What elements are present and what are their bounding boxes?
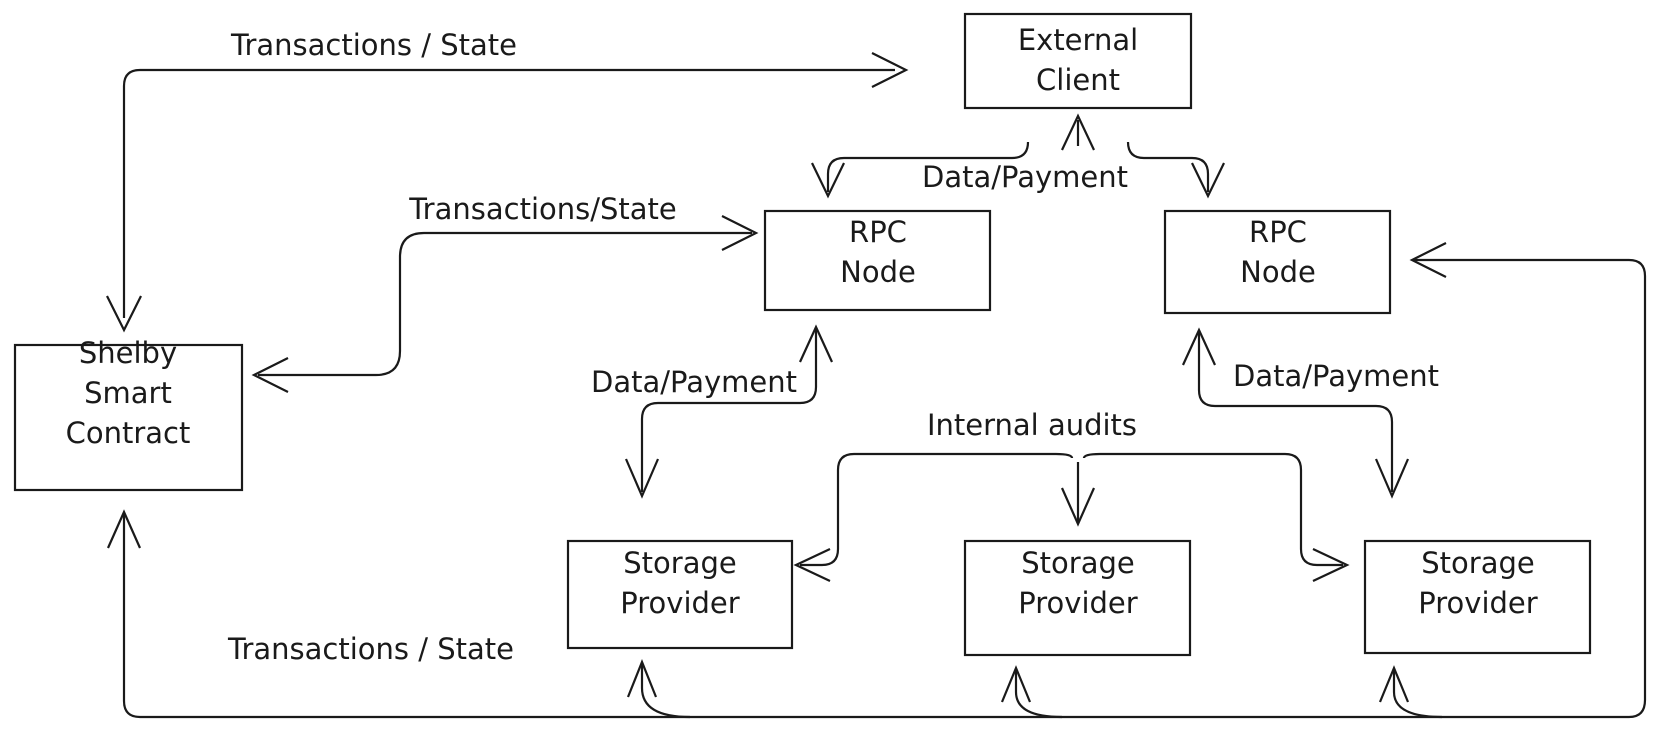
rpc-node-right-box[interactable] [1163, 209, 1392, 315]
storage-provider-right-label-line1: Storage [1421, 546, 1534, 580]
edge-label-data-payment-client: Data/Payment [922, 160, 1128, 194]
shelby-label-line2: Smart [84, 376, 172, 410]
edge-bottom-bus-to-storage-right [1392, 670, 1443, 719]
edge-bottom-bus-to-storage-middle [1014, 670, 1063, 719]
node-storage-provider-left[interactable]: Storage Provider [566, 539, 794, 650]
node-storage-provider-right[interactable]: Storage Provider [1363, 539, 1592, 655]
arrowhead-layer [106, 52, 1447, 703]
storage-provider-left-box[interactable] [566, 539, 794, 650]
arrowhead-into-rpc-left-top [811, 162, 845, 199]
arrowhead-audits-into-left [793, 548, 831, 582]
rpc-node-left-label-line2: Node [840, 255, 916, 289]
arrowhead-audits-into-middle [1060, 487, 1096, 527]
storage-provider-left-label-line2: Provider [620, 586, 739, 620]
rpc-node-right-label-line1: RPC [1249, 215, 1307, 249]
edge-bottom-bus-to-storage-left [640, 664, 691, 719]
edge-label-layer: Transactions / State Transactions/State … [227, 28, 1439, 666]
external-client-label-line2: Client [1036, 63, 1120, 97]
edge-audits-middle-to-left [800, 452, 1074, 567]
edge-storage-right-to-rpc-right [1197, 332, 1394, 492]
rpc-node-right-label-line2: Node [1240, 255, 1316, 289]
edge-label-transactions-state-bottom: Transactions / State [227, 632, 514, 666]
storage-provider-middle-label-line1: Storage [1021, 546, 1134, 580]
storage-provider-right-label-line2: Provider [1418, 586, 1537, 620]
edge-external-client-to-rpc-left [826, 141, 1030, 192]
arrowhead-into-external-client [871, 52, 909, 88]
edge-label-transactions-state-mid: Transactions/State [408, 192, 677, 226]
external-client-box[interactable] [963, 12, 1193, 110]
node-layer: External Client Shelby Smart Contract RP… [13, 12, 1592, 657]
storage-provider-right-box[interactable] [1363, 539, 1592, 655]
node-storage-provider-middle[interactable]: Storage Provider [963, 539, 1192, 657]
storage-provider-middle-label-line2: Provider [1018, 586, 1137, 620]
shelby-label-line3: Contract [66, 416, 191, 450]
rpc-node-left-box[interactable] [763, 209, 992, 312]
edge-label-data-payment-right: Data/Payment [1233, 359, 1439, 393]
edge-layer [122, 68, 1647, 719]
arrowhead-into-storage-right-top [1374, 458, 1410, 499]
arrowhead-into-rpc-right-bottom [1181, 327, 1217, 366]
arrowhead-into-shelby-bottom [106, 509, 142, 549]
arrowhead-into-rpc-right-top [1191, 162, 1225, 199]
edge-external-client-to-rpc-right [1126, 141, 1210, 192]
arrowhead-into-rpc-left-bottom [798, 324, 834, 363]
arrowhead-bus-into-storage-right [1378, 665, 1410, 703]
edge-rpc-left-to-shelby [258, 231, 752, 377]
shelby-label-line1: Shelby [79, 336, 177, 370]
arrowhead-bus-into-storage-left [626, 659, 658, 698]
rpc-node-left-label-line1: RPC [849, 215, 907, 249]
edge-label-transactions-state-top: Transactions / State [230, 28, 517, 62]
node-shelby-smart-contract[interactable]: Shelby Smart Contract [13, 336, 244, 492]
node-rpc-node-right[interactable]: RPC Node [1163, 209, 1392, 315]
edge-audits-middle-to-right [1082, 452, 1343, 567]
edge-storage-left-to-rpc-left [640, 329, 818, 492]
edge-label-data-payment-left: Data/Payment [591, 365, 797, 399]
arrowhead-into-shelby-top [106, 295, 142, 333]
edge-bottom-bus-to-shelby [122, 514, 1647, 719]
shelby-smart-contract-box[interactable] [13, 343, 244, 492]
arrowhead-into-storage-left-top [624, 458, 660, 499]
edge-storage-right-return-to-rpc-right [1414, 258, 1647, 700]
arrowhead-into-rpc-right-side [1409, 242, 1447, 278]
storage-provider-left-label-line1: Storage [623, 546, 736, 580]
edge-label-internal-audits: Internal audits [927, 408, 1137, 442]
arrowhead-into-shelby-right [251, 357, 289, 393]
arrowhead-into-rpc-left-left [721, 215, 759, 251]
node-external-client[interactable]: External Client [963, 12, 1193, 110]
arrowhead-bus-into-storage-middle [1000, 665, 1032, 703]
arrowhead-into-external-client-bottom [1061, 113, 1095, 151]
arrowhead-audits-into-right [1312, 548, 1350, 582]
external-client-label-line1: External [1018, 23, 1138, 57]
edge-shelby-to-external-client [122, 68, 895, 318]
storage-provider-middle-box[interactable] [963, 539, 1192, 657]
node-rpc-node-left[interactable]: RPC Node [763, 209, 992, 312]
